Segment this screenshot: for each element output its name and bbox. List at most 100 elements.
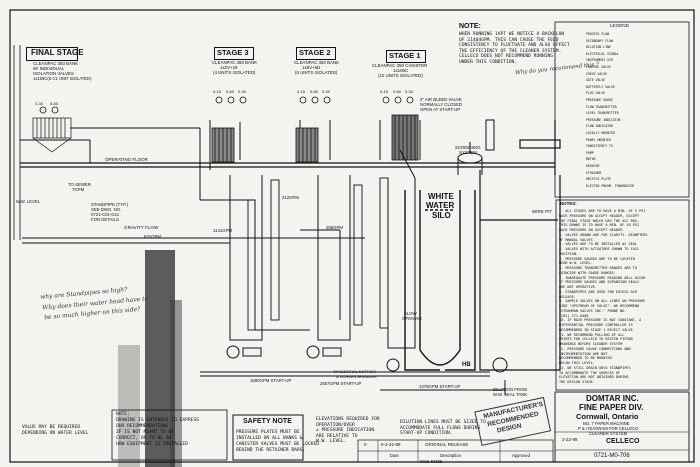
division-name: FINE PAPER DIV. — [579, 403, 644, 412]
white-water-label: WHITE — [428, 192, 454, 201]
wire-pit — [479, 120, 561, 371]
notes-line: RECOMMENDED IN STAGE 1 REJECT VALVE. — [559, 327, 635, 332]
flow-312-label: 312GPM — [282, 195, 299, 200]
notes-line: PRINTS FOR CELLECO TO REVIEW PIPING — [559, 337, 633, 342]
notes-line: BACK PRESSURE ON ACCEPT HEADER. — [559, 228, 625, 232]
gauge-range-label: 0-60 — [393, 89, 402, 94]
legend-item: PANEL MOUNTED — [586, 137, 611, 142]
gauge-range-label: 0-15 — [213, 89, 222, 94]
revision-col-date: Date — [390, 453, 399, 458]
revision-col-approved: Approved — [512, 453, 530, 458]
legend-item: PLUG VALVE — [586, 91, 606, 96]
legend-item: DILUTION LINE — [586, 45, 611, 50]
legend-item: MOTOR — [586, 157, 596, 162]
notes-line: BACK PRESSURE ON ACCEPT HEADER, EXCEPT — [559, 213, 640, 218]
location-name: Cornwall, Ontario — [576, 412, 639, 421]
legend-item: FLOW INDICATOR — [586, 124, 613, 129]
stage1-line3: (10 UNITS ISOLATED) — [378, 73, 423, 78]
vessels — [229, 149, 416, 349]
slow-opening-label-2: OPENING — [402, 316, 422, 321]
screening-system — [457, 119, 495, 175]
see-dwg-label: SEE DWG. NO. — [91, 207, 122, 212]
legend-item: SECONDARY FLOW — [586, 38, 613, 43]
celleco-logo: CELLECO — [606, 438, 640, 445]
notes-line: THE DESIGN STAGE. — [559, 380, 595, 384]
flow-631-label: 631GPM — [144, 234, 161, 239]
legend-item: CONTROL VALVE — [586, 65, 611, 69]
white-water-label-2: WATER — [426, 201, 455, 210]
bottom-left-note-line: VALUE MAY BE REQUIRED — [22, 425, 81, 430]
bottom-left2-note-line: NOTE: — [116, 412, 130, 417]
legend-item: ELECTRICAL SIGNAL — [586, 51, 619, 56]
bottom-left2-note-line: OUR RECOMMENDATIONS — [116, 424, 169, 429]
tangential-label: TANGENTIAL ENTRIES — [333, 369, 377, 374]
stage3-title-box — [214, 47, 254, 60]
legend-item: GATE VALVE — [586, 78, 606, 83]
gauge-range-label: 0-30 — [322, 89, 331, 94]
gravity-flow-label: GRAVITY FLOW — [124, 225, 159, 230]
notes-line: TO ACCOMMODATE THE SOURCES OF — [559, 370, 621, 375]
safety-note-line: INSTALLED ON ALL BANKS & — [236, 436, 303, 441]
notes-line: 2. VALVES SHOWN ARE FOR CLARITY. DIAMETE… — [559, 232, 648, 237]
notes-line: DRAWINGS BEFORE CLEANER SYSTEM — [559, 342, 623, 346]
revision-col-description: Description — [440, 453, 461, 458]
scan-fold-shadow-2 — [170, 300, 182, 467]
final-stage-title-box — [26, 47, 78, 61]
bottom-flow-lines — [200, 371, 506, 395]
legend-item: LOCALLY MOUNTED — [586, 131, 615, 135]
stage2-title: STAGE 2 — [299, 48, 331, 57]
notes-line: ARE NOT OPERATIVE. — [559, 285, 597, 289]
notes-line: 5. PRESSURE GAUGES ARE TO BE LOCATED — [559, 256, 635, 261]
legend-item: STRAINER — [586, 170, 602, 175]
notes-line: RECOMMENDED TO BE MOUNTED — [559, 356, 612, 361]
notes-line: RELEASE. — [559, 294, 576, 299]
notes-line: OF MANUAL VALVES — [559, 237, 593, 242]
revision-number: 0 — [364, 442, 367, 447]
pressure-gauges — [39, 96, 414, 114]
legend-item: LEVEL TRANSMITTER — [586, 111, 619, 116]
legend-item: PRESSURE GAUGE — [586, 98, 613, 102]
top-note-line: CELLECO DOES NOT RECOMMEND RUNNING — [459, 54, 554, 60]
gauge-range-label: 0-60 — [310, 89, 319, 94]
stage2-bank — [295, 127, 319, 163]
screen-breaker-label: & SCREEN BREAKER — [336, 374, 377, 379]
company-name: DOMTAR INC. — [586, 394, 639, 403]
stage3-line1: CLEANPAC 350 BANK — [212, 60, 258, 65]
gauge-range-label: 0-15 — [297, 89, 306, 94]
bleed-valve-label-3: OPEN AT START-UP — [420, 107, 461, 112]
elevations-note-line: ELEVATIONS REQUIRED FOR — [316, 417, 380, 422]
final-stage-line2: W/ INDIVIDUAL — [33, 66, 65, 71]
legend-title: LEGEND — [610, 23, 629, 28]
wire-pit-label: WIRE PIT — [532, 209, 552, 214]
legend-item: REDUCER — [586, 164, 600, 168]
bottom-left2-note-line: IF IS NOT MEANT TO BE — [116, 430, 175, 435]
sewer-flow-label: 7GPM — [72, 187, 85, 192]
gauge-range-label: 0-30 — [35, 101, 44, 106]
final-stage-line3: ISOLATION VALVES — [33, 71, 74, 76]
dilution-note-line: DILUTION LINES MUST BE SIZED TO — [400, 420, 486, 425]
notes-line: THE FINAL STAGE WHICH HAS THE ACC BOX. — [559, 218, 640, 223]
notes-line: 13. WE STILL DRAIN UNTO STANDPIPES — [559, 365, 631, 370]
top-note-line: WHEN RUNNING 1APT WE NOTICE A BACKFLOW — [459, 32, 565, 37]
elevations-note-line: OPERATION/OVER — [316, 422, 355, 428]
top-note-line: THE EFFICIENCY OF THE CLEANER SYSTEM. — [459, 48, 562, 54]
final-stage-title: FINAL STAGE — [31, 48, 84, 57]
stage2-line2: 1x6V+6D — [302, 65, 321, 70]
safety-note-line: CANISTER VALVES MUST BE LOCKED — [236, 442, 319, 447]
stage2-line1: CLEANPAC 350 BANK — [294, 60, 340, 65]
flow-2557-label: 2557GPM START-UP — [320, 381, 362, 386]
stage1-title: STAGE 1 — [389, 51, 421, 60]
bleed-valve-label-2: NORMALLY CLOSED — [420, 102, 463, 107]
title-block — [554, 391, 690, 463]
flow-1375-label: 1375GPM START-UP — [419, 384, 461, 389]
hb-label: HB — [462, 362, 471, 368]
elevations-note-line: W.W. LEVEL. — [316, 439, 347, 445]
top-note-line: CONSISTENCY TO FLUCTUATE AND ALSO EFFECT — [459, 43, 570, 49]
flow-286-label: 286GPM — [326, 225, 343, 230]
scan-fold-shadow-3 — [118, 345, 140, 467]
gravity-flow-line — [22, 237, 365, 244]
bleed-valve-label: 2" AIR BLEED VALVE — [420, 97, 462, 102]
stage3-line3: (4 UNITS ISOLATED) — [213, 70, 256, 75]
notes-line: 7. INADEQUATE PRESSURE READING WILL OCCU… — [559, 275, 646, 280]
